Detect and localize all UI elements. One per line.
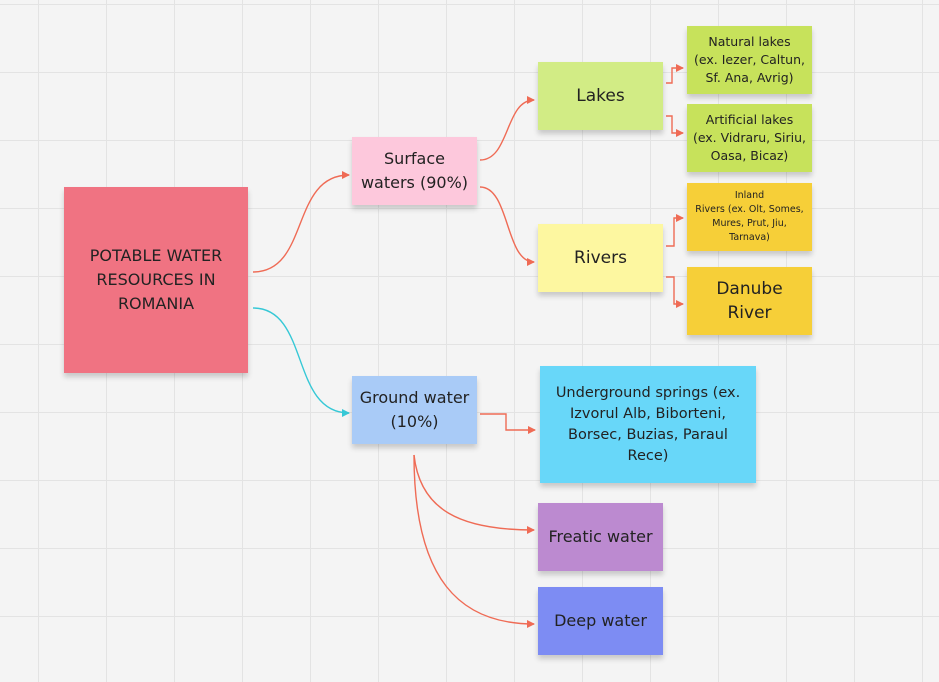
connector-surface-to-lakes[interactable]	[479, 96, 535, 161]
note-lakes[interactable]: Lakes	[538, 62, 663, 130]
note-artificial-lakes-text: Artificial lakes (ex. Vidraru, Siriu, Oa…	[692, 112, 807, 163]
note-freatic-water[interactable]: Freatic water	[538, 503, 663, 571]
note-inland-rivers-text: Inland Rivers (ex. Olt, Somes, Mures, Pr…	[695, 190, 804, 243]
note-deep-water[interactable]: Deep water	[538, 587, 663, 655]
note-inland-rivers[interactable]: Inland Rivers (ex. Olt, Somes, Mures, Pr…	[687, 183, 812, 251]
note-rivers[interactable]: Rivers	[538, 224, 663, 292]
note-surface-waters[interactable]: Surface waters (90%)	[352, 137, 477, 205]
note-natural-lakes[interactable]: Natural lakes (ex. Iezer, Caltun, Sf. An…	[687, 26, 812, 94]
note-artificial-lakes[interactable]: Artificial lakes (ex. Vidraru, Siriu, Oa…	[687, 104, 812, 172]
connector-ground-to-freatic[interactable]	[413, 454, 535, 534]
note-danube-river[interactable]: Danube River	[687, 267, 812, 335]
note-natural-lakes-text: Natural lakes (ex. Iezer, Caltun, Sf. An…	[694, 34, 805, 85]
note-root[interactable]: POTABLE WATER RESOURCES IN ROMANIA	[64, 187, 248, 373]
note-ground-water-text: Ground water (10%)	[359, 388, 470, 431]
connector-lakes-to-artificial[interactable]	[666, 115, 684, 137]
note-surface-waters-text: Surface waters (90%)	[360, 149, 469, 192]
connector-root-to-ground[interactable]	[252, 307, 350, 417]
note-lakes-text: Lakes	[576, 86, 625, 106]
note-root-text: POTABLE WATER RESOURCES IN ROMANIA	[89, 246, 223, 313]
note-deep-water-text: Deep water	[554, 611, 647, 630]
note-underground-springs-text: Underground springs (ex. Izvorul Alb, Bi…	[555, 384, 741, 464]
note-underground-springs[interactable]: Underground springs (ex. Izvorul Alb, Bi…	[540, 366, 756, 483]
connector-root-to-surface[interactable]	[252, 171, 350, 273]
note-rivers-text: Rivers	[574, 248, 627, 268]
connector-ground-to-deep[interactable]	[413, 454, 535, 628]
note-danube-river-text: Danube River	[716, 279, 783, 323]
note-ground-water[interactable]: Ground water (10%)	[352, 376, 477, 444]
connector-surface-to-rivers[interactable]	[479, 186, 535, 266]
connector-ground-to-springs[interactable]	[480, 413, 536, 434]
note-freatic-water-text: Freatic water	[548, 527, 653, 546]
connector-rivers-to-danube[interactable]	[666, 276, 684, 308]
connector-lakes-to-natural[interactable]	[666, 64, 684, 84]
connector-rivers-to-inland[interactable]	[666, 214, 684, 247]
